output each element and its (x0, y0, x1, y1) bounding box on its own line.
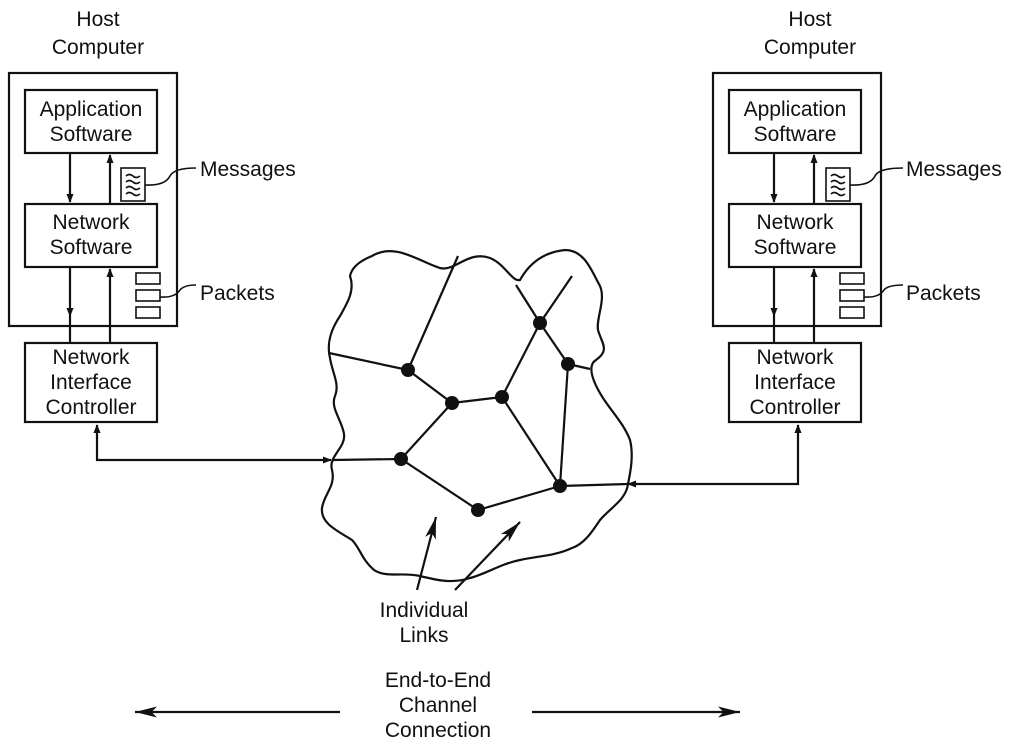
right-net-label-line2: Software (754, 236, 837, 259)
left-app-label-line2: Software (50, 123, 133, 146)
node (471, 503, 485, 517)
node (561, 357, 575, 371)
left-network-software-box (23, 202, 159, 269)
cloud-outline (320, 248, 633, 583)
left-host-title-line2: Computer (52, 36, 144, 59)
node (533, 316, 547, 330)
left-packets-label: Packets (200, 282, 275, 305)
right-nic-network-link (627, 424, 802, 488)
left-nic-label-line3: Controller (45, 396, 136, 419)
node (445, 396, 459, 410)
right-nic-label-line1: Network (756, 346, 834, 369)
left-net-label-line2: Software (50, 236, 133, 259)
network-cloud (320, 248, 633, 591)
channel-label-line1: End-to-End (385, 669, 491, 692)
right-packets-leader (863, 284, 904, 298)
node (394, 452, 408, 466)
right-net-label-line1: Network (756, 211, 834, 234)
right-messages-leader (849, 167, 904, 186)
left-message-icon (120, 167, 146, 202)
right-packets-icon (839, 272, 865, 319)
left-nic-box (23, 341, 159, 424)
left-nic-label-line2: Interface (50, 371, 132, 394)
right-packets-label: Packets (906, 282, 981, 305)
individual-links-label-line1: Individual (380, 599, 469, 622)
left-packets-icon (135, 272, 161, 319)
left-nic-label-line1: Network (52, 346, 130, 369)
network-nodes (394, 316, 575, 517)
node (495, 390, 509, 404)
right-host-title-line2: Computer (764, 36, 856, 59)
node (553, 479, 567, 493)
link-pointer-arrow-2 (454, 521, 521, 591)
right-message-icon (825, 167, 851, 202)
individual-links-label-line2: Links (399, 624, 448, 647)
left-packets-leader (159, 284, 197, 298)
channel-label-line2: Channel (399, 694, 477, 717)
node (401, 363, 415, 377)
left-messages-leader (144, 167, 197, 186)
right-nic-label-line2: Interface (754, 371, 836, 394)
right-messages-label: Messages (906, 158, 1002, 181)
left-app-label-line1: Application (40, 98, 143, 121)
right-app-label-line2: Software (754, 123, 837, 146)
channel-label-line3: Connection (385, 719, 491, 742)
left-host: Host Computer Application Software Netwo… (7, 8, 332, 464)
right-app-label-line1: Application (744, 98, 847, 121)
network-links (328, 255, 629, 512)
left-host-computer-box (7, 71, 179, 328)
right-host: Host Computer Application Software Netwo… (627, 8, 1002, 488)
link-pointer-arrow-1 (415, 516, 438, 591)
right-nic-label-line3: Controller (749, 396, 840, 419)
left-messages-label: Messages (200, 158, 296, 181)
right-network-software-box (727, 202, 863, 269)
right-host-computer-box (711, 71, 883, 328)
left-net-label-line1: Network (52, 211, 130, 234)
left-host-title-line1: Host (76, 8, 119, 31)
left-nic-network-link (93, 424, 332, 464)
right-nic-box (727, 341, 863, 424)
left-application-software-box (23, 88, 159, 155)
right-application-software-box (727, 88, 863, 155)
right-host-title-line1: Host (788, 8, 831, 31)
